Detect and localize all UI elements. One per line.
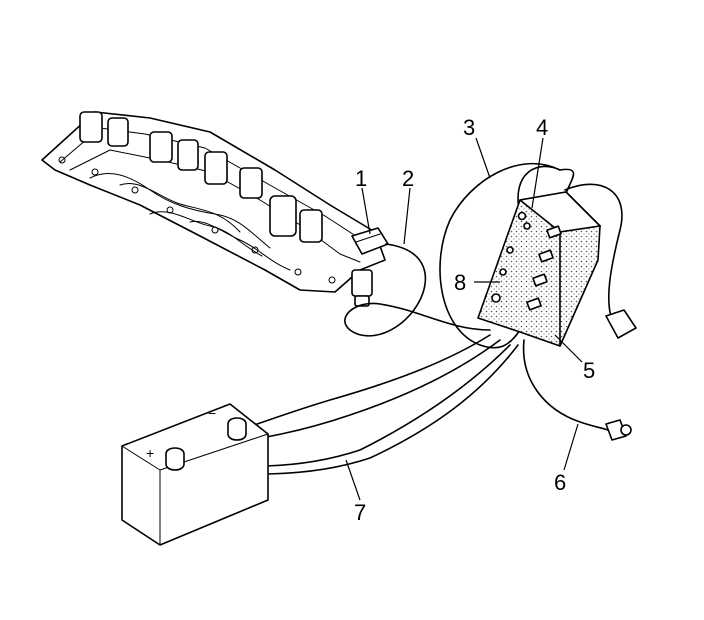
leader-lines (345, 137, 583, 501)
battery-positive-symbol: + (146, 445, 154, 461)
battery-negative-symbol: − (208, 405, 216, 421)
callout-5: 5 (583, 358, 595, 383)
callout-6: 6 (554, 470, 566, 495)
control-box (477, 191, 601, 347)
callout-3: 3 (463, 115, 475, 140)
callout-7: 7 (354, 500, 366, 525)
callout-4: 4 (536, 115, 548, 140)
callout-2: 2 (402, 166, 414, 191)
battery: − + (121, 403, 269, 546)
callout-8: 8 (454, 270, 466, 295)
callout-1: 1 (355, 166, 367, 191)
valve-body-assembly (41, 111, 389, 307)
